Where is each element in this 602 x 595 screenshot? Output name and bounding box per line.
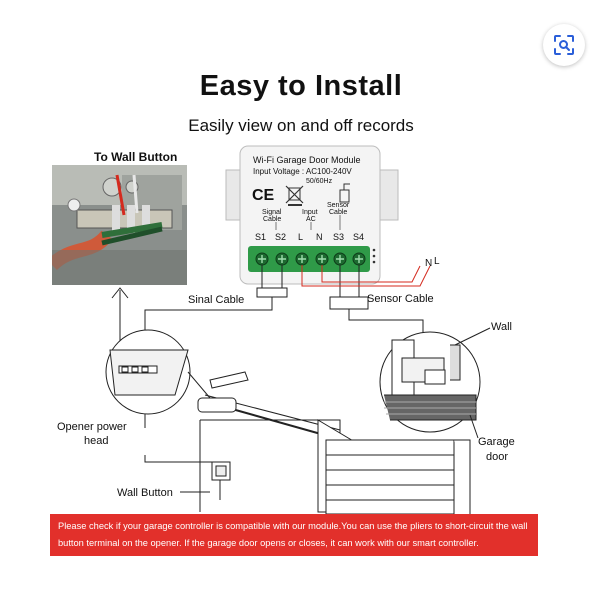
sensor-icon	[339, 183, 350, 203]
image-search-icon	[554, 35, 574, 55]
garage-door	[317, 419, 471, 515]
terminal-label: S2	[275, 232, 286, 242]
compatibility-notice: Please check if your garage controller i…	[50, 514, 538, 556]
module-frequency: 50/60Hz	[306, 178, 333, 185]
opener-zoom	[105, 329, 211, 415]
wall-label: Wall	[491, 321, 512, 333]
to-wall-button-label: To Wall Button	[94, 150, 177, 164]
wires	[111, 265, 431, 500]
garage-door-label-2: door	[486, 451, 508, 463]
wall-button-label: Wall Button	[117, 487, 173, 499]
input-ac-label-1: Input	[302, 209, 318, 216]
sensor-cable-label-1: Sensor	[327, 202, 350, 209]
live-label: L	[434, 256, 440, 267]
terminal-label: N	[316, 232, 323, 242]
sensor-cable-label-2: Cable	[329, 209, 347, 216]
garage-door-label-1: Garage	[478, 436, 515, 448]
installation-photo	[52, 165, 187, 285]
input-ac-label-2: AC	[306, 216, 316, 223]
image-search-button[interactable]	[543, 24, 585, 66]
module-name: Wi-Fi Garage Door Module	[253, 155, 361, 165]
terminal-label: L	[298, 232, 303, 242]
terminal-labels: S1 S2 L N S3 S4	[255, 232, 364, 242]
wall-zoom	[379, 331, 481, 433]
sensor-cable-label: Sensor Cable	[367, 293, 434, 305]
terminal-label: S1	[255, 232, 266, 242]
terminal-label: S4	[353, 232, 364, 242]
wall-button-icon	[211, 461, 231, 481]
wifi-module: Wi-Fi Garage Door Module Input Voltage :…	[225, 145, 399, 285]
page-title: Easy to Install	[199, 70, 403, 102]
page-subtitle: Easily view on and off records	[188, 116, 414, 135]
opener-power-head-label-1: Opener power	[57, 421, 127, 433]
recycle-bin-icon	[285, 185, 304, 206]
terminal-label: S3	[333, 232, 344, 242]
ce-mark: CE	[252, 187, 275, 204]
signal-cable-label-1: Signal	[262, 209, 282, 216]
neutral-label: N	[425, 258, 432, 269]
module-voltage: Input Voltage : AC100-240V	[253, 167, 352, 176]
opener-power-head-label-2: head	[84, 435, 108, 447]
signal-cable-label-2: Cable	[263, 216, 281, 223]
sinal-cable-label: Sinal Cable	[188, 294, 244, 306]
